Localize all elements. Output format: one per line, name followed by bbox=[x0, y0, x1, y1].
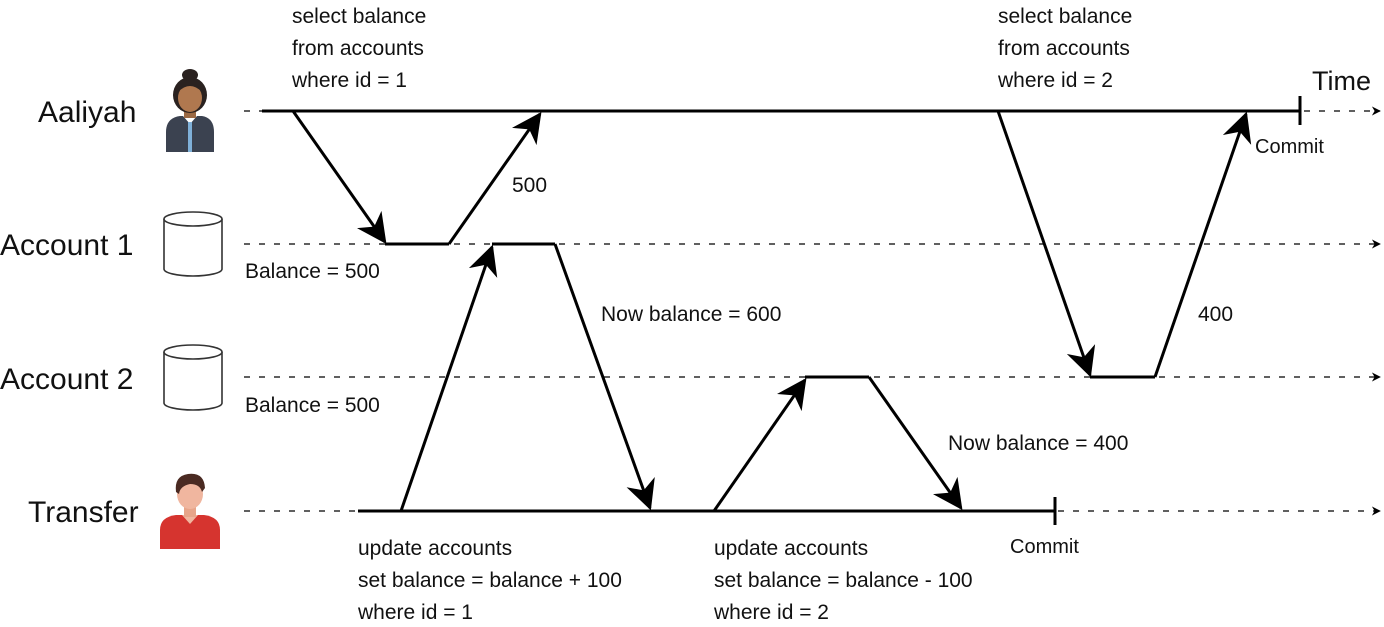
transfer-update1-arrow bbox=[399, 244, 498, 512]
transfer-update1-line2: set balance = balance + 100 bbox=[358, 569, 622, 592]
aaliyah-query1-line1: select balance bbox=[292, 5, 426, 28]
aaliyah-query2-line2: from accounts bbox=[998, 37, 1130, 60]
aaliyah-result2-arrow bbox=[1153, 111, 1252, 378]
account2-balance-label: Balance = 500 bbox=[245, 394, 380, 417]
account1-balance-label: Balance = 500 bbox=[245, 260, 380, 283]
transfer-update1-line1: update accounts bbox=[358, 537, 512, 560]
aaliyah-result1-label: 500 bbox=[512, 174, 547, 197]
time-label: Time bbox=[1312, 66, 1371, 96]
woman-avatar-icon bbox=[166, 69, 214, 152]
lane-label-account1: Account 1 bbox=[0, 229, 133, 262]
transfer-update2-arrow bbox=[712, 377, 807, 512]
aaliyah-result2-label: 400 bbox=[1198, 303, 1233, 326]
account2-new-balance-label: Now balance = 400 bbox=[948, 432, 1128, 455]
aaliyah-commit-label: Commit bbox=[1255, 136, 1324, 158]
aaliyah-result1-arrow bbox=[447, 111, 542, 245]
database-icon-account2 bbox=[163, 344, 223, 411]
lane-label-aaliyah: Aaliyah bbox=[38, 96, 136, 129]
transfer-commit-label: Commit bbox=[1010, 536, 1079, 558]
transfer-update1-line3: where id = 1 bbox=[357, 601, 473, 624]
transfer-update2-line3: where id = 2 bbox=[713, 601, 829, 624]
database-icon-account1 bbox=[163, 211, 223, 277]
man-avatar-icon bbox=[160, 473, 220, 549]
aaliyah-query2-line1: select balance bbox=[998, 5, 1132, 28]
account1-new-balance-label: Now balance = 600 bbox=[601, 303, 781, 326]
aaliyah-query1-arrow bbox=[291, 110, 387, 245]
account1-ack-arrow bbox=[553, 243, 655, 511]
aaliyah-query2-arrow bbox=[996, 110, 1096, 378]
aaliyah-query1-line3: where id = 1 bbox=[291, 69, 407, 92]
lane-label-account2: Account 2 bbox=[0, 363, 133, 396]
transfer-update2-line2: set balance = balance - 100 bbox=[714, 569, 973, 592]
transfer-update2-line1: update accounts bbox=[714, 537, 868, 560]
account2-ack-arrow bbox=[867, 376, 963, 511]
aaliyah-query1-line2: from accounts bbox=[292, 37, 424, 60]
lane-label-transfer: Transfer bbox=[28, 496, 139, 529]
aaliyah-query2-line3: where id = 2 bbox=[997, 69, 1113, 92]
